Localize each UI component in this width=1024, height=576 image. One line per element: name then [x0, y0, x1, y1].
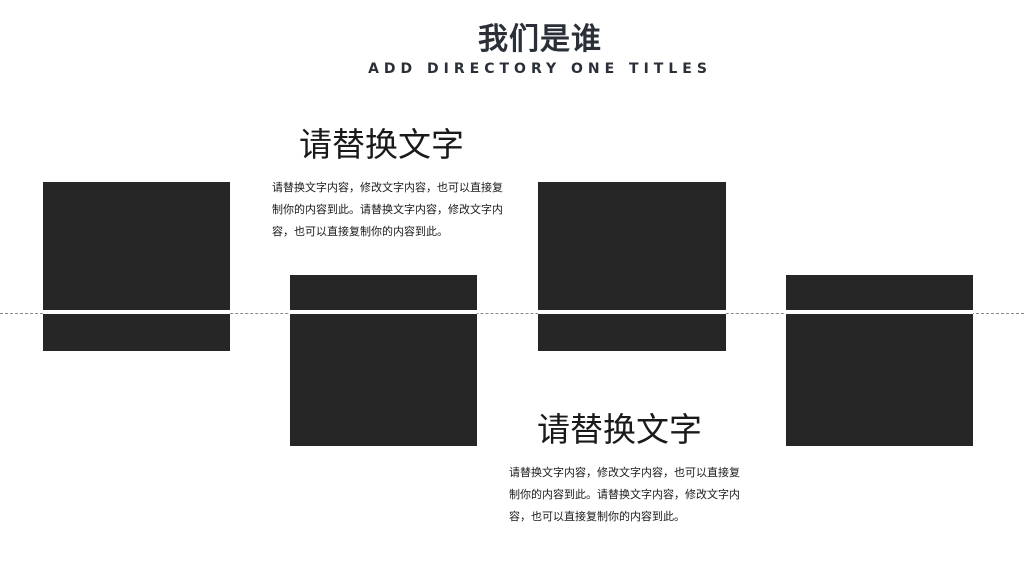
block-divider [43, 310, 230, 314]
image-placeholder-3 [538, 182, 726, 351]
block-divider [538, 310, 726, 314]
section-body-1: 请替换文字内容，修改文字内容，也可以直接复制你的内容到此。请替换文字内容，修改文… [272, 181, 503, 238]
image-placeholder-1 [43, 182, 230, 351]
block-divider [290, 310, 477, 314]
image-placeholder-2 [290, 275, 477, 446]
image-placeholder-4 [786, 275, 973, 446]
page-title: 我们是谁 [478, 22, 602, 57]
page-subtitle: ADD DIRECTORY ONE TITLES [368, 61, 712, 77]
block-divider [786, 310, 973, 314]
timeline-dashed-line [0, 313, 1024, 314]
section-heading-1: 请替换文字 [299, 125, 464, 164]
section-heading-2: 请替换文字 [537, 410, 702, 449]
section-body-2: 请替换文字内容，修改文字内容，也可以直接复制你的内容到此。请替换文字内容，修改文… [509, 466, 740, 523]
